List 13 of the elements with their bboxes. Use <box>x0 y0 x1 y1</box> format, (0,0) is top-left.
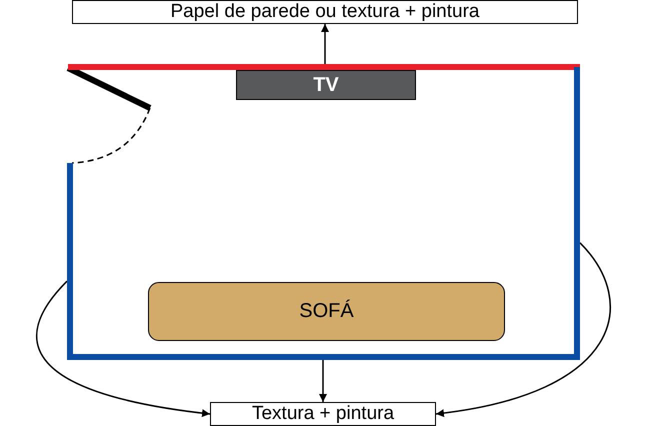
note-text: Papel de parede ou textura + pintura <box>170 1 480 23</box>
arrow <box>319 360 327 402</box>
tv-label: TV <box>313 74 339 96</box>
sofa-block <box>148 282 505 341</box>
tv-block <box>236 70 416 100</box>
arrow <box>36 280 210 417</box>
wall-segment <box>68 64 580 70</box>
label-box <box>72 0 578 24</box>
arrow <box>321 24 329 64</box>
note-text: Textura + pintura <box>252 403 394 425</box>
sofa-label: SOFÁ <box>299 300 354 323</box>
arrow <box>436 242 611 417</box>
label-box <box>210 402 436 426</box>
